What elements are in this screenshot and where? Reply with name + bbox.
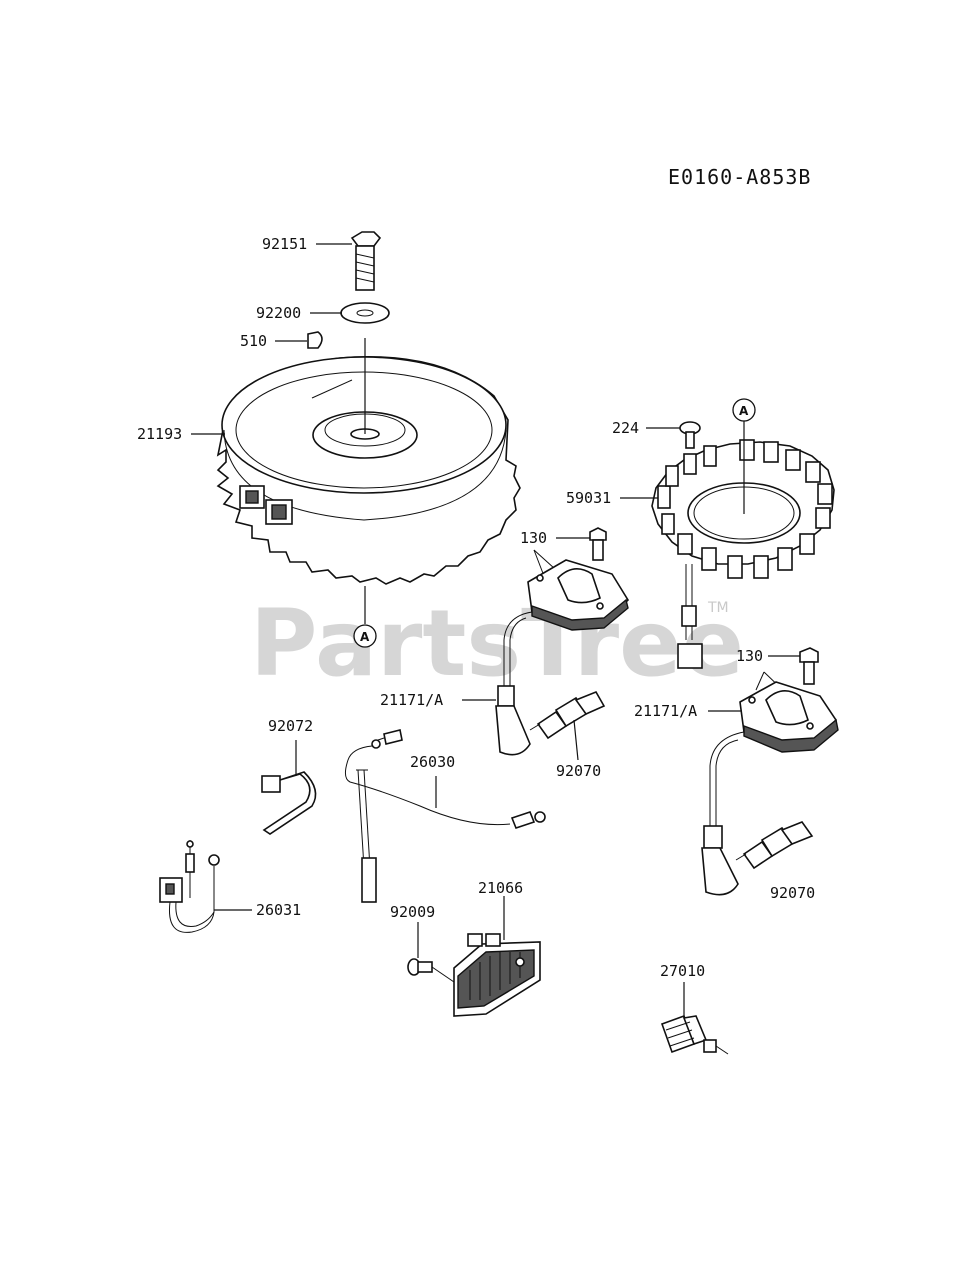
svg-text:A: A	[739, 404, 749, 418]
part-92072-lead[interactable]	[261, 771, 317, 835]
label-224: 224	[612, 419, 639, 437]
part-92070-spark-plug-right[interactable]	[735, 821, 814, 870]
label-21171-left: 21171/A	[380, 691, 443, 709]
part-21171-ignition-coil-right[interactable]	[701, 681, 839, 896]
diagram-code: E0160-A853B	[668, 165, 811, 189]
label-92070-left: 92070	[556, 762, 601, 780]
part-21193-flywheel[interactable]	[216, 356, 521, 585]
part-21171-ignition-coil-left[interactable]	[495, 559, 630, 756]
svg-text:A: A	[360, 630, 370, 644]
part-92151-bolt[interactable]	[350, 231, 382, 291]
label-130-right: 130	[736, 647, 763, 665]
ref-marker-a-flywheel: A	[353, 624, 377, 648]
part-92200-washer[interactable]	[340, 302, 390, 324]
label-21066: 21066	[478, 879, 523, 897]
label-26031: 26031	[256, 901, 301, 919]
label-92070-right: 92070	[770, 884, 815, 902]
label-510: 510	[240, 332, 267, 350]
part-92009-screw[interactable]	[407, 958, 433, 976]
label-21171-right: 21171/A	[634, 702, 697, 720]
label-27010: 27010	[660, 962, 705, 980]
part-130-bolt-left[interactable]	[589, 527, 607, 561]
label-130-left: 130	[520, 529, 547, 547]
part-92070-spark-plug-left[interactable]	[529, 690, 606, 740]
label-92072: 92072	[268, 717, 313, 735]
part-21066-regulator[interactable]	[453, 933, 541, 1017]
label-92151: 92151	[262, 235, 307, 253]
label-21193: 21193	[137, 425, 182, 443]
part-224-screw[interactable]	[679, 421, 701, 449]
label-92200: 92200	[256, 304, 301, 322]
label-26030: 26030	[410, 753, 455, 771]
part-26030-lead-wire[interactable]	[344, 729, 546, 903]
ref-marker-a-stator: A	[732, 398, 756, 422]
watermark-trademark: TM	[707, 600, 729, 616]
part-59031-stator[interactable]	[651, 439, 835, 669]
part-510-key[interactable]	[307, 331, 323, 349]
watermark-text: PartsTree	[250, 590, 744, 697]
label-92009: 92009	[390, 903, 435, 921]
part-130-bolt-right[interactable]	[799, 647, 819, 685]
label-59031: 59031	[566, 489, 611, 507]
part-26031-harness[interactable]	[159, 840, 220, 933]
part-27010-pressure-switch[interactable]	[660, 1014, 729, 1055]
